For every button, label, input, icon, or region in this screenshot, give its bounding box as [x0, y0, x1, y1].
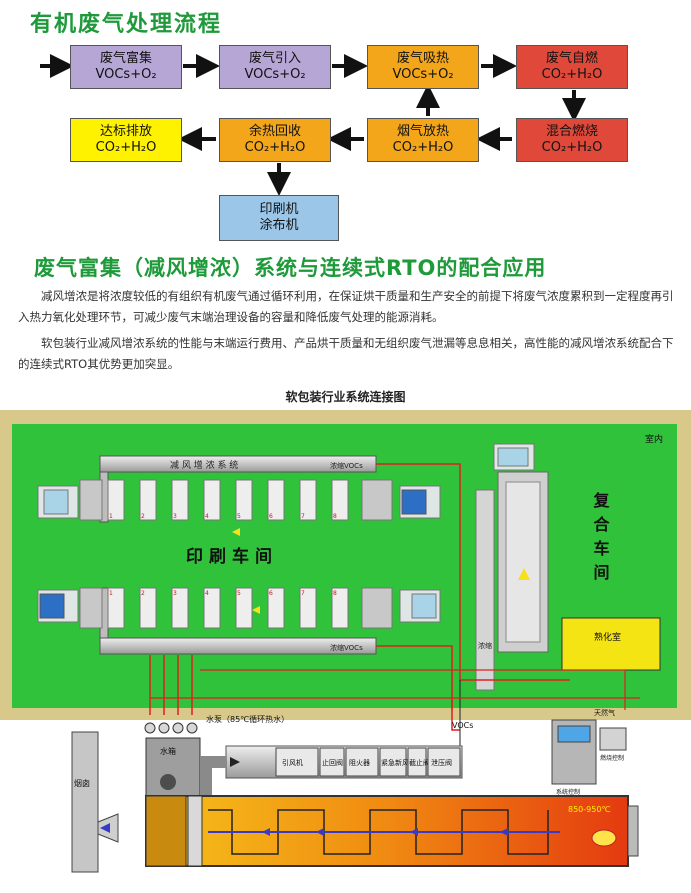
unit-number: 4: [205, 590, 209, 597]
vocs-bottom-label: 浓缩VOCs: [330, 643, 363, 652]
valve-label: 止回阀: [322, 758, 343, 767]
burner-control-box: [599, 727, 627, 751]
valve-label: 紧急新风阀: [381, 758, 416, 767]
box-label: 混合燃烧: [545, 124, 598, 139]
unit-number: 3: [173, 590, 177, 597]
box-formula: CO₂+H₂O: [392, 140, 454, 155]
box-formula: CO₂+H₂O: [244, 140, 306, 155]
flow-box-flue-heat-release: 烟气放热 CO₂+H₂O: [367, 118, 479, 162]
burner: [627, 805, 639, 857]
flow-box-compliant-discharge: 达标排放 CO₂+H₂O: [70, 118, 182, 162]
flow-box-printer-coater: 印刷机 涂布机: [219, 195, 339, 241]
box-label-2: 涂布机: [259, 218, 299, 233]
box-label: 余热回收: [248, 124, 301, 139]
flow-direction-arrow: [232, 528, 240, 536]
box-formula: VOCs+O₂: [392, 67, 454, 82]
section-title: 废气富集（减风增浓）系统与连续式RTO的配合应用: [34, 256, 547, 280]
paragraph-1: 减风增浓是将浓度较低的有组织有机废气通过循环利用，在保证烘干质量和生产安全的前提…: [18, 289, 674, 324]
flue-path: [208, 809, 549, 855]
indoor-label: 室内: [645, 433, 663, 445]
flow-direction-arrow: [252, 606, 260, 614]
diagram-caption: 软包装行业系统连接图: [285, 390, 406, 404]
unit-number: 2: [141, 590, 145, 597]
printing-workshop-label: 印刷车间: [186, 546, 278, 567]
chimney-label: 烟囱: [74, 778, 90, 788]
unit-number: 7: [301, 513, 305, 520]
box-label: 烟气放热: [396, 124, 449, 139]
upper-printing-units: [37, 479, 441, 521]
box-formula: CO₂+H₂O: [541, 140, 603, 155]
compound-workshop-label: 复合车间: [591, 491, 611, 588]
lower-printing-units: [37, 587, 441, 629]
curing-room: [561, 617, 661, 671]
flow-box-waste-gas-enrich: 废气富集 VOCs+O₂: [70, 45, 182, 89]
unit-number: 6: [269, 590, 273, 597]
furnace-temp-label: 850-950℃: [568, 805, 610, 814]
unit-number: 2: [141, 513, 145, 520]
system-control-label: 系统控制: [556, 788, 580, 796]
flow-arrows: [40, 54, 586, 196]
pump-motor-icon: [160, 774, 176, 790]
curing-room-label: 熟化室: [594, 631, 621, 643]
flow-box-heat-absorb: 废气吸热 VOCs+O₂: [367, 45, 479, 89]
box-label: 废气自燃: [545, 51, 598, 66]
flow-box-mixed-combustion: 混合燃烧 CO₂+H₂O: [516, 118, 628, 162]
unit-number: 7: [301, 590, 305, 597]
unit-number: 3: [173, 513, 177, 520]
valve-row: 引风机 止回阀 阻火器 紧急新风阀 截止阀 泄压阀: [275, 747, 461, 777]
unit-number: 1: [109, 590, 113, 597]
unit-number: 5: [237, 590, 241, 597]
water-pump-label: 水泵（85℃循环热水）: [206, 714, 289, 724]
flow-box-waste-gas-intake: 废气引入 VOCs+O₂: [219, 45, 331, 89]
concentrate-duct: [475, 489, 495, 691]
unit-numbers-lower: 1 2 3 4 5 6 7 8: [109, 590, 337, 597]
valve-label: 引风机: [282, 758, 303, 767]
unit-numbers-upper: 1 2 3 4 5 6 7 8: [109, 513, 337, 520]
unit-number: 6: [269, 513, 273, 520]
pump-valves: [144, 722, 198, 734]
water-tank-label: 水箱: [160, 746, 176, 756]
chimney: [71, 731, 99, 873]
red-pipe-top: [376, 463, 570, 681]
duct-top-label: 减 风 增 浓 系 统: [170, 459, 238, 471]
box-label: 废气吸热: [396, 51, 449, 66]
vocs-label: VOCs: [452, 721, 473, 730]
flow-title: 有机废气处理流程: [30, 12, 223, 37]
unit-number: 8: [333, 590, 337, 597]
box-label: 达标排放: [99, 124, 152, 139]
valve-label: 泄压阀: [431, 758, 452, 767]
flow-box-heat-recovery: 余热回收 CO₂+H₂O: [219, 118, 331, 162]
burner-control-label: 燃烧控制: [600, 754, 624, 762]
paragraph-2: 软包装行业减风增浓系统的性能与末端运行费用、产品烘干质量和无组织废气泄漏等息息相…: [18, 336, 674, 371]
box-formula: VOCs+O₂: [95, 67, 157, 82]
box-label: 废气引入: [248, 51, 301, 66]
box-label: 废气富集: [99, 51, 152, 66]
box-formula: CO₂+H₂O: [541, 67, 603, 82]
box-formula: VOCs+O₂: [244, 67, 306, 82]
valve-label: 截止阀: [409, 758, 430, 767]
heat-exchanger: [145, 795, 187, 867]
water-tank: [145, 737, 201, 797]
box-formula: CO₂+H₂O: [95, 140, 157, 155]
unit-number: 5: [237, 513, 241, 520]
natural-gas-label: 天然气: [594, 708, 615, 717]
valve-label: 阻火器: [349, 758, 370, 767]
vocs-top-label: 浓缩VOCs: [330, 461, 363, 470]
system-connection-diagram: 室内 减 风 增 浓 系 统 浓缩VOCs 浓缩VOCs: [0, 410, 691, 873]
concentrate-label: 浓缩: [478, 641, 492, 650]
unit-number: 1: [109, 513, 113, 520]
box-label: 印刷机: [259, 202, 299, 217]
unit-number: 4: [205, 513, 209, 520]
unit-number: 8: [333, 513, 337, 520]
flow-box-self-ignite: 废气自燃 CO₂+H₂O: [516, 45, 628, 89]
red-pipe-bottom: [376, 645, 453, 710]
burner-flame-icon: [591, 829, 617, 847]
flow-direction-arrow: [518, 568, 530, 580]
